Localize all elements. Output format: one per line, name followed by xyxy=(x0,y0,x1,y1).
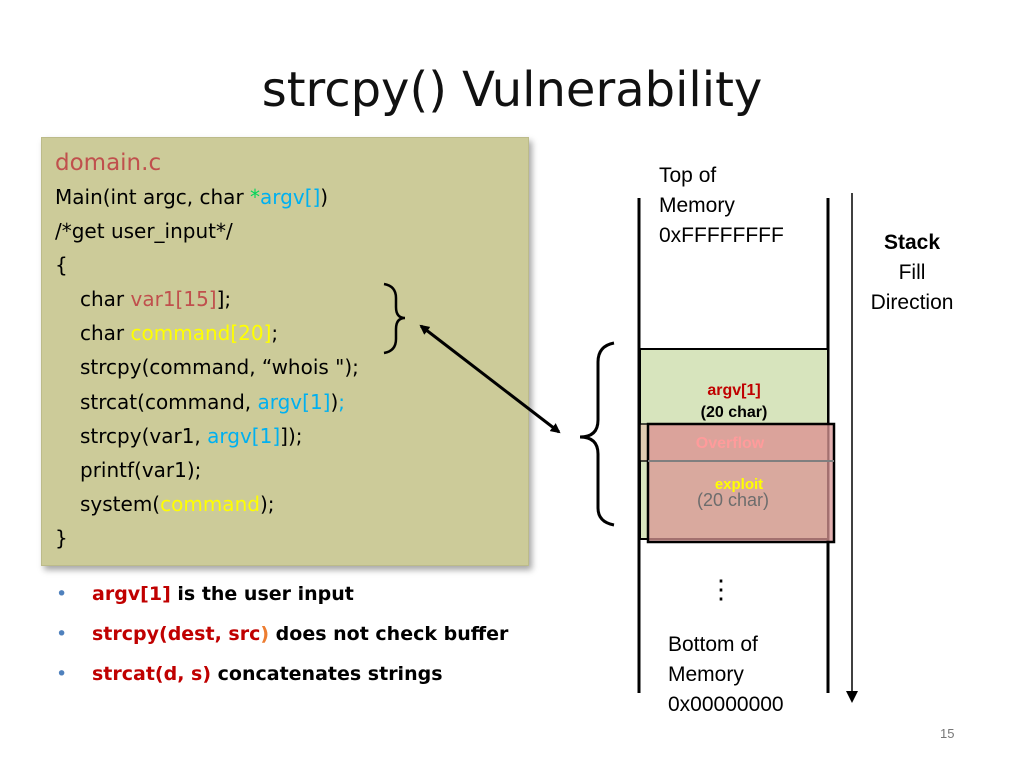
slide-title: strcpy() Vulnerability xyxy=(261,62,763,118)
code-line-strcpy-var1: strcpy(var1, argv[1]]); xyxy=(80,423,303,448)
top-of-memory-label: Top of Memory 0xFFFFFFFF xyxy=(659,164,784,247)
right-curly-brace xyxy=(383,282,406,355)
double-arrow xyxy=(419,324,561,434)
bullet-list: • argv[1] is the user input • strcpy(des… xyxy=(56,580,508,700)
code-line-open-brace: { xyxy=(55,253,68,278)
overflow-label: Overflow xyxy=(695,435,765,452)
command-size-label: (20 char) xyxy=(696,490,770,510)
code-line-strcat: strcat(command, argv[1]); xyxy=(80,389,346,414)
left-curly-brace xyxy=(579,341,615,527)
page-number: 15 xyxy=(940,726,955,741)
bullet-dot-icon: • xyxy=(56,583,68,605)
code-line-command: char command[20]; xyxy=(80,321,279,346)
exploit-label: exploit xyxy=(714,476,764,493)
bullet-item-strcat: • strcat(d, s) concatenates strings xyxy=(56,660,508,700)
bullet-item-strcpy: • strcpy(dest, src) does not check buffe… xyxy=(56,620,508,660)
ellipsis-icon: ⋮ xyxy=(708,574,734,604)
code-filename: domain.c xyxy=(55,150,162,176)
code-line-var1: char var1[15]]; xyxy=(80,287,232,312)
code-line-comment: /*get user_input*/ xyxy=(55,219,233,244)
bullet-dot-icon: • xyxy=(56,663,68,685)
code-line-printf: printf(var1); xyxy=(80,457,202,482)
overflow-box xyxy=(646,422,836,544)
argv-box-label: argv[1] (20 char) xyxy=(700,382,768,421)
code-line-main: Main(int argc, char *argv[]) xyxy=(55,185,329,209)
stack-fill-direction-label: Stack Fill Direction xyxy=(870,231,954,314)
code-line-strcpy-command: strcpy(command, “whois "); xyxy=(80,355,359,380)
bullet-dot-icon: • xyxy=(56,623,68,645)
code-line-system: system(command); xyxy=(80,491,275,516)
bottom-of-memory-label: Bottom of Memory 0x00000000 xyxy=(668,633,784,716)
code-line-close-brace: } xyxy=(55,525,68,550)
bullet-item-argv: • argv[1] is the user input xyxy=(56,580,508,620)
